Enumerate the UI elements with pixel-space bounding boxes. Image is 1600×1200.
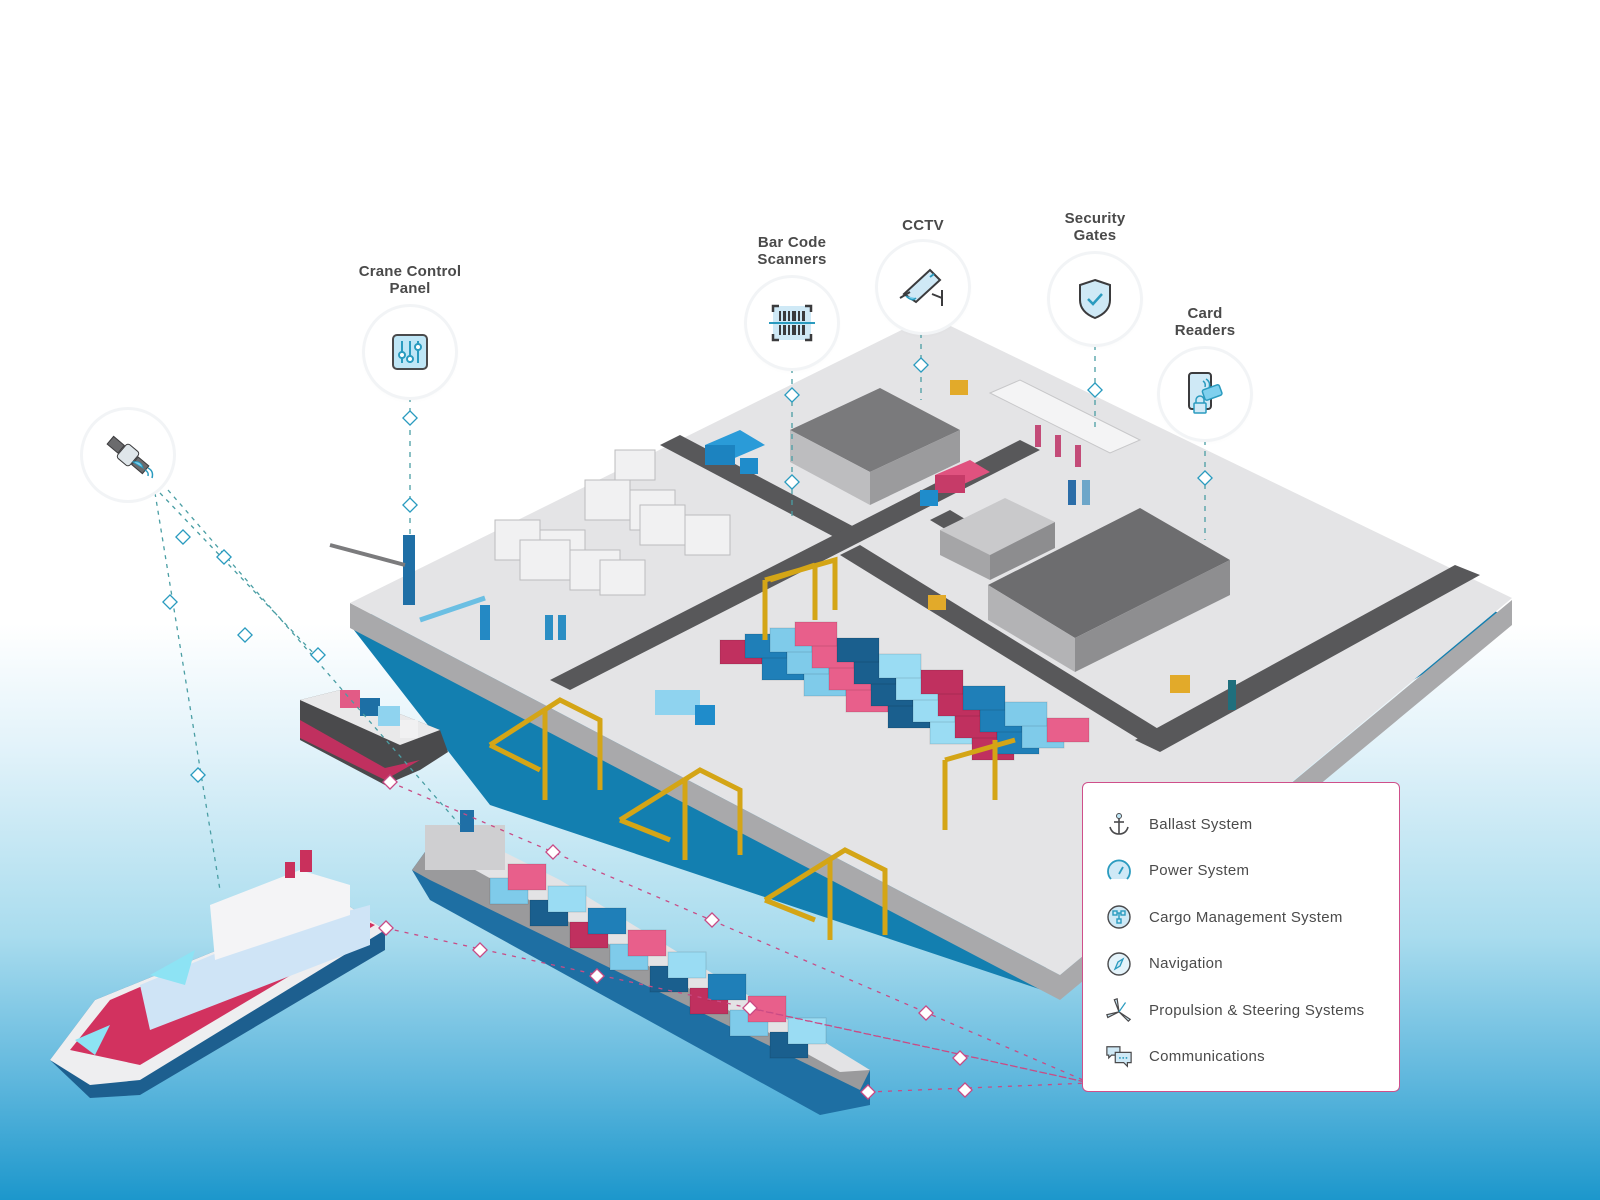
legend-item-power-system: Power System — [1105, 848, 1399, 895]
callout-title: CCTV — [902, 217, 944, 234]
container-yard — [719, 621, 1090, 761]
ship-container — [667, 951, 707, 979]
connector-diamond — [402, 497, 418, 513]
connector-diamond — [162, 594, 178, 610]
legend-label: Cargo Management System — [1149, 908, 1343, 926]
connector-diamond — [472, 942, 488, 958]
callout-icon-circle — [747, 278, 837, 368]
connector-diamond — [957, 1082, 973, 1098]
connector-diamond — [860, 1084, 876, 1100]
connector-diamond — [742, 1000, 758, 1016]
shield-check-icon — [1079, 278, 1111, 320]
legend-item-ballast-system: Ballast System — [1105, 801, 1399, 848]
connector-diamond — [378, 920, 394, 936]
security-gate-canopy — [988, 379, 1142, 467]
connector-diamond — [190, 767, 206, 783]
gantry-cranes — [488, 556, 1016, 940]
yard-container — [794, 621, 838, 647]
connector-diamond — [175, 529, 191, 545]
card-reader-icon — [1188, 372, 1223, 414]
yard-container — [1046, 717, 1090, 743]
connector-nodes — [162, 357, 1213, 1100]
workers — [545, 480, 1236, 710]
connector-diamond — [216, 549, 232, 565]
callout-icon-circle — [1050, 254, 1140, 344]
yard-container — [962, 685, 1006, 711]
legend-label: Propulsion & Steering Systems — [1149, 1001, 1365, 1019]
connector-diamond — [310, 647, 326, 663]
ship-container — [707, 973, 747, 1001]
connector-diamond — [784, 474, 800, 490]
warehouse-2 — [988, 508, 1230, 672]
warehouse-1 — [790, 388, 960, 505]
connector-diamond — [1087, 382, 1103, 398]
ship-containers — [489, 863, 827, 1059]
small-cargo-ship — [300, 690, 448, 785]
connector-diamond — [913, 357, 929, 373]
yard-container — [1004, 701, 1048, 727]
ship-container — [547, 885, 587, 913]
legend-item-cargo-management-system: Cargo Management System — [1105, 894, 1399, 941]
legend-label: Ballast System — [1149, 815, 1253, 833]
connector-diamond — [918, 1005, 934, 1021]
connector-diamond — [784, 387, 800, 403]
legend-item-propulsion-steering-systems: Propulsion & Steering Systems — [1105, 987, 1399, 1034]
cctv-camera-icon — [899, 268, 943, 306]
truck-blue — [705, 430, 765, 474]
ship-container — [587, 907, 627, 935]
pier-crane-tower — [329, 535, 490, 640]
roads — [550, 435, 1480, 752]
warehouse-3 — [940, 498, 1055, 580]
legend-item-navigation: Navigation — [1105, 941, 1399, 988]
satellite-node — [83, 410, 173, 500]
ship-container — [507, 863, 547, 891]
legend-label: Navigation — [1149, 955, 1223, 973]
connector-diamond — [382, 774, 398, 790]
connector-diamond — [589, 968, 605, 984]
callout-icon-circle — [365, 307, 455, 397]
callout-icon-circle — [878, 242, 968, 332]
connector-diamond — [1197, 470, 1213, 486]
legend-item-communications: Communications — [1105, 1034, 1399, 1081]
cruise-ship — [50, 850, 385, 1098]
chat-bubbles-icon — [1105, 1043, 1133, 1071]
yard-container — [878, 653, 922, 679]
barcode-icon — [769, 304, 815, 342]
connector-diamond — [952, 1050, 968, 1066]
yard-container — [920, 669, 964, 695]
ship-container — [627, 929, 667, 957]
legend-label: Power System — [1149, 862, 1250, 880]
ship-container — [787, 1017, 827, 1045]
connector-diamond — [545, 844, 561, 860]
connector-diamond — [704, 912, 720, 928]
satellite-icon — [106, 435, 154, 479]
legend-label: Communications — [1149, 1048, 1265, 1066]
compass-icon — [1105, 950, 1133, 978]
sliders-icon — [392, 334, 428, 370]
connector-diamond — [237, 627, 253, 643]
callout-cctv: CCTV — [843, 217, 1003, 332]
satellite-connectors — [154, 489, 461, 891]
white-container-stacks — [494, 449, 731, 596]
ship-systems-legend: Ballast System Power System Cargo Manage… — [1082, 782, 1400, 1092]
forklifts — [928, 380, 1190, 693]
callout-icon-circle — [1160, 349, 1250, 439]
anchor-icon — [1105, 810, 1133, 838]
yard-container — [836, 637, 880, 663]
truck-pink — [920, 460, 990, 506]
legend-connectors — [384, 781, 1091, 1093]
propeller-icon — [1105, 996, 1133, 1024]
network-icon — [1105, 903, 1133, 931]
truck-light-blue — [655, 690, 715, 725]
connector-diamond — [402, 410, 418, 426]
gauge-icon — [1105, 857, 1133, 885]
